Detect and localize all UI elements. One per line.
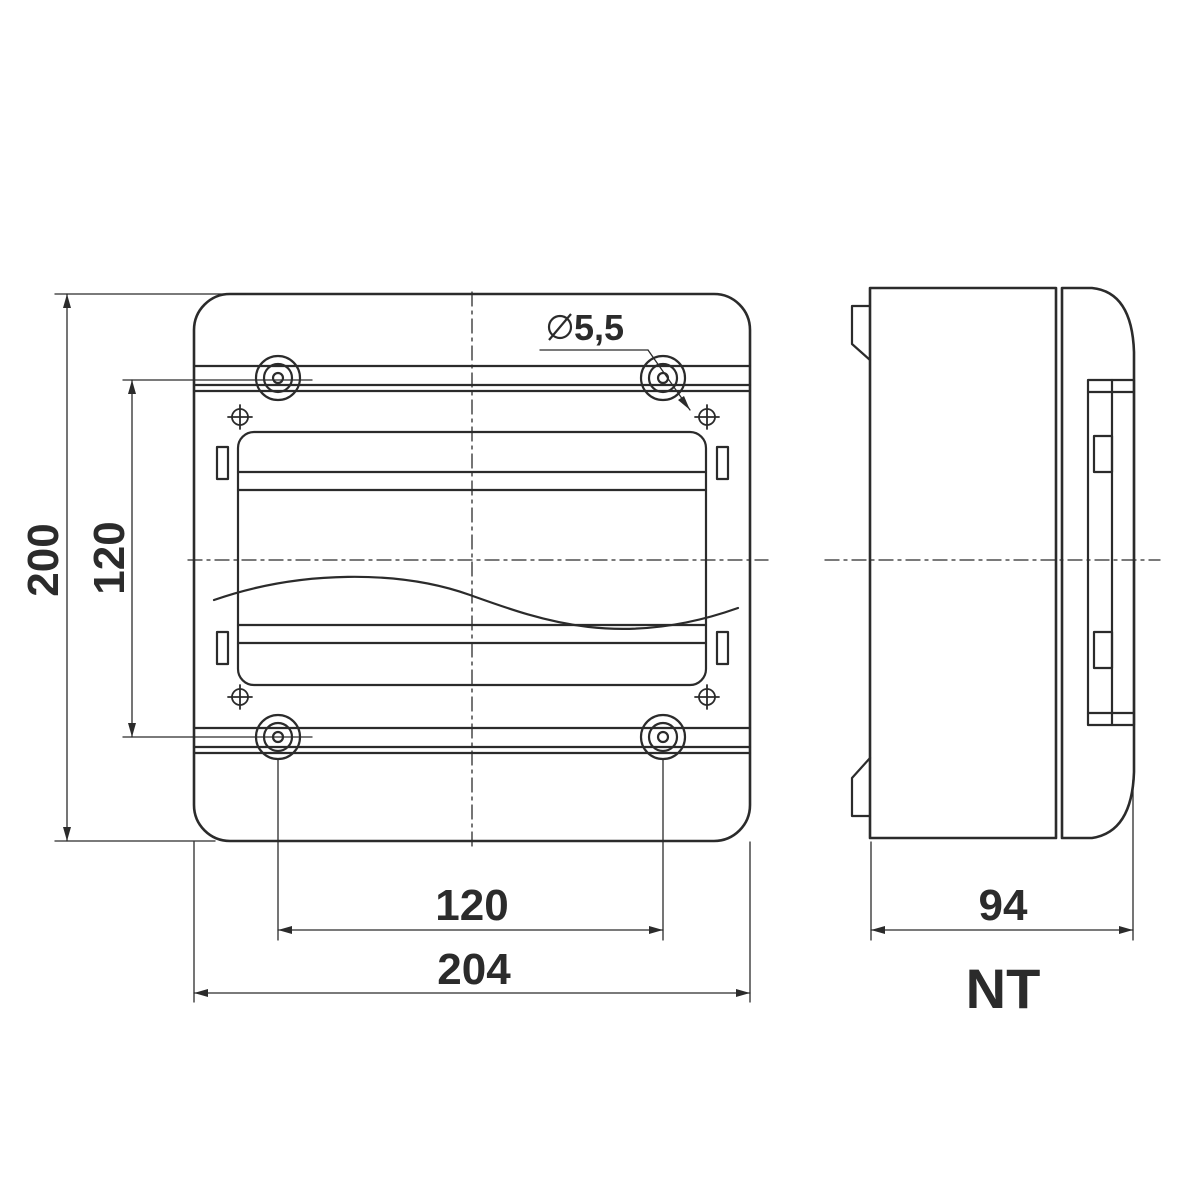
mount-width-label: 120 [435,881,508,930]
model-label: NT [966,957,1041,1020]
cover-screw [694,404,720,430]
dimension-lines [54,293,1134,1003]
cover-screw [227,684,253,710]
cover-screw [694,684,720,710]
depth-label: 94 [979,881,1028,930]
dimension-arrows [63,294,1133,997]
mounting-hole [254,354,302,402]
overall-width-label: 204 [437,945,511,994]
side-view-cover [1060,286,1136,840]
cover-screw [227,404,253,430]
hole-diameter-label: 5,5 [574,307,624,348]
side-view-body [868,286,1058,840]
mounting-hole [639,713,687,761]
overall-height-label: 200 [19,523,68,596]
mount-height-label: 120 [85,521,134,594]
center-lines [187,291,1161,849]
window-wave [212,575,740,631]
side-view [850,286,1136,840]
diameter-icon [547,313,573,341]
